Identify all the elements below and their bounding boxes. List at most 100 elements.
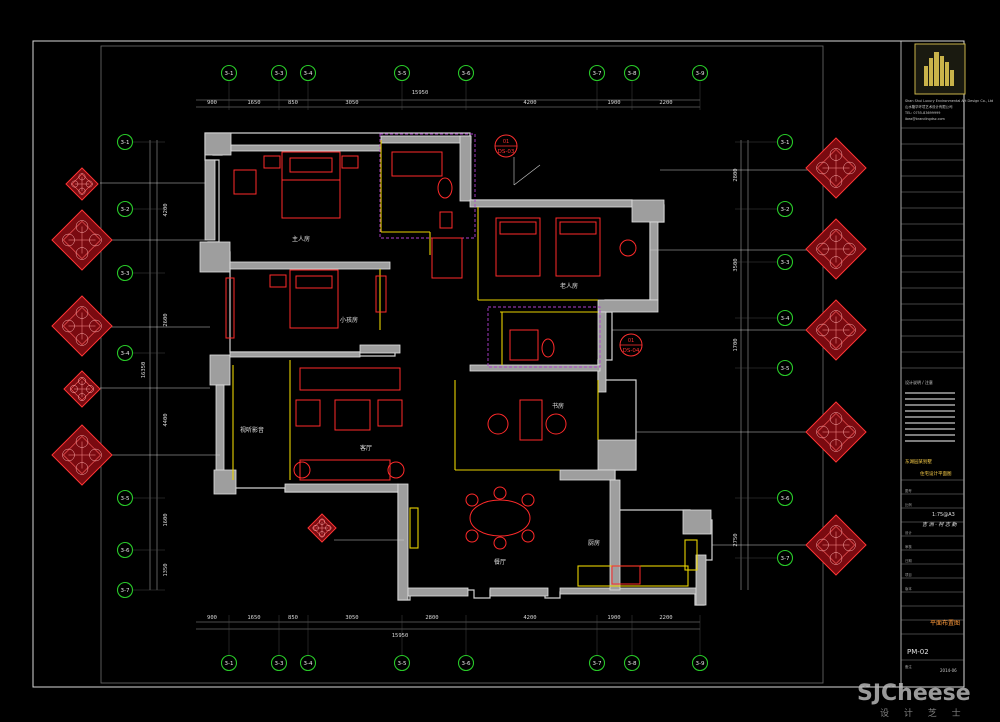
title-block-label-6: 项目 <box>905 573 912 577</box>
elevation-symbol-right-2 <box>805 218 867 280</box>
detail-tag-mid: 01 DS-04 <box>619 333 643 357</box>
dim-bottom-7: 1900 <box>607 615 620 621</box>
room-family: 视听影音 <box>240 426 264 434</box>
grid-bubble-left-3: 3-3 <box>116 264 134 282</box>
grid-bubble-top-7-label: 3-8 <box>628 71 637 77</box>
elevation-symbol-left-5 <box>51 424 113 486</box>
grid-bubble-top-6: 3-7 <box>588 64 606 82</box>
grid-bubble-bottom-2-label: 3-3 <box>275 661 284 667</box>
elevation-symbol-right-3 <box>805 299 867 361</box>
dim-top-4: 3050 <box>345 100 358 106</box>
elevation-index-symbols <box>51 137 867 576</box>
grid-bubble-left-4-label: 3-4 <box>121 351 130 357</box>
grid-bubble-bottom-3: 3-4 <box>299 654 317 672</box>
title-block-label-4: 审核 <box>905 544 912 549</box>
dim-top-1: 900 <box>207 100 217 106</box>
grid-bubble-bottom-8-label: 3-9 <box>696 661 705 667</box>
grid-bubble-bottom-6-label: 3-7 <box>593 661 602 667</box>
company-line-3: TEL: 0755-83699999 <box>904 111 940 115</box>
room-master-bedroom: 主人房 <box>292 235 310 243</box>
grid-bubble-bottom-2: 3-3 <box>270 654 288 672</box>
grid-bubble-top-2-label: 3-3 <box>275 71 284 77</box>
dim-left-1: 4200 <box>163 203 169 216</box>
watermark: SJCheese 设 计 芝 士 <box>857 681 971 719</box>
grid-bubble-left-2: 3-2 <box>116 200 134 218</box>
title-block-label-3: 设计 <box>905 530 912 535</box>
drawing-title: 平面布置图 <box>930 619 960 627</box>
grid-bubble-right-3-label: 3-3 <box>781 260 790 266</box>
drawing-inner-frame <box>100 45 824 684</box>
grid-bubble-right-6-label: 3-6 <box>781 496 790 502</box>
dim-left-2: 2600 <box>163 313 169 326</box>
title-block-label-7: 版本 <box>905 586 912 591</box>
grid-bubble-left-4: 3-4 <box>116 344 134 362</box>
grid-bubble-left-6-label: 3-6 <box>121 548 130 554</box>
elevation-symbol-right-4 <box>805 401 867 463</box>
room-living: 客厅 <box>360 444 372 452</box>
dim-right-1: 2800 <box>733 168 739 181</box>
grid-bubble-left-1: 3-1 <box>116 133 134 151</box>
detail-callout-boundaries <box>379 133 601 368</box>
svg-text:DS-03: DS-03 <box>498 149 515 155</box>
grid-bubble-bottom-4: 3-5 <box>393 654 411 672</box>
grid-bubble-top-3-label: 3-4 <box>304 71 313 77</box>
grid-bubble-top-1: 3-1 <box>220 64 238 82</box>
leader-lines <box>100 157 810 546</box>
dim-top-3: 850 <box>288 100 298 106</box>
room-labels: 主人房 小孩房 老人房 书房 客厅 餐厅 厨房 视听影音 <box>240 235 600 566</box>
grid-bubble-left-3-label: 3-3 <box>121 271 130 277</box>
grid-bubble-right-2-label: 3-2 <box>781 207 790 213</box>
grid-bubble-top-1-label: 3-1 <box>225 71 234 77</box>
dim-top-2: 1650 <box>247 100 260 106</box>
grid-bubble-left-5-label: 3-5 <box>121 496 130 502</box>
drawing-date: 2014-06 <box>940 668 957 673</box>
room-guest-bedroom: 老人房 <box>560 282 578 290</box>
room-study: 书房 <box>552 402 564 410</box>
elevation-symbol-left-4 <box>63 370 101 408</box>
scale: 1:75@A3 <box>932 512 955 518</box>
grid-bubble-top-4-label: 3-5 <box>398 71 407 77</box>
grid-bubble-right-1: 3-1 <box>776 133 794 151</box>
dim-bottom-5: 2800 <box>425 615 438 621</box>
dim-top-7: 2200 <box>659 100 672 106</box>
dim-right-4: 2750 <box>733 533 739 546</box>
company-line-4: ibea@brandingdsz.com <box>905 117 946 121</box>
dim-right-2: 3500 <box>733 258 739 271</box>
dim-bottom-2: 1650 <box>247 615 260 621</box>
grid-bubble-right-7: 3-7 <box>776 549 794 567</box>
dimension-lines <box>149 99 749 630</box>
grid-bubble-top-8: 3-9 <box>691 64 709 82</box>
elevation-symbol-right-5 <box>805 514 867 576</box>
dim-right-3: 1700 <box>733 338 739 351</box>
dim-left-3: 4400 <box>163 413 169 426</box>
grid-bubble-top-6-label: 3-7 <box>593 71 602 77</box>
elevation-symbol-living <box>307 513 337 543</box>
logo-skyline-icon <box>924 52 954 86</box>
furniture <box>225 151 641 585</box>
grid-bubble-top-3: 3-4 <box>299 64 317 82</box>
grid-bubble-bottom-4-label: 3-5 <box>398 661 407 667</box>
dim-left-5: 1350 <box>163 563 169 576</box>
elevation-symbol-left-1 <box>65 167 99 201</box>
grid-bubble-top-4: 3-5 <box>393 64 411 82</box>
grid-bubble-top-5: 3-6 <box>457 64 475 82</box>
grid-bubble-bottom-1: 3-1 <box>220 654 238 672</box>
grid-bubble-top-2: 3-3 <box>270 64 288 82</box>
dim-top-total: 15950 <box>412 90 429 96</box>
grid-bubble-right-4-label: 3-4 <box>781 316 790 322</box>
watermark-brand: SJCheese <box>857 681 971 706</box>
grid-bubble-left-5: 3-5 <box>116 489 134 507</box>
room-dining: 餐厅 <box>494 558 506 566</box>
grid-bubble-bottom-7-label: 3-8 <box>628 661 637 667</box>
title-block: Shan Shui Luxury Environmental Art Desig… <box>900 40 993 688</box>
dim-bottom-8: 2200 <box>659 615 672 621</box>
grid-bubble-bottom-8: 3-9 <box>691 654 709 672</box>
room-kids-bedroom: 小孩房 <box>340 316 358 324</box>
grid-bubble-right-6: 3-6 <box>776 489 794 507</box>
watermark-sub: 设 计 芝 士 <box>880 707 967 719</box>
grid-bubble-bottom-5: 3-6 <box>457 654 475 672</box>
grid-bubble-top-5-label: 3-6 <box>462 71 471 77</box>
room-kitchen: 厨房 <box>588 539 600 547</box>
grid-bubble-right-5-label: 3-5 <box>781 366 790 372</box>
